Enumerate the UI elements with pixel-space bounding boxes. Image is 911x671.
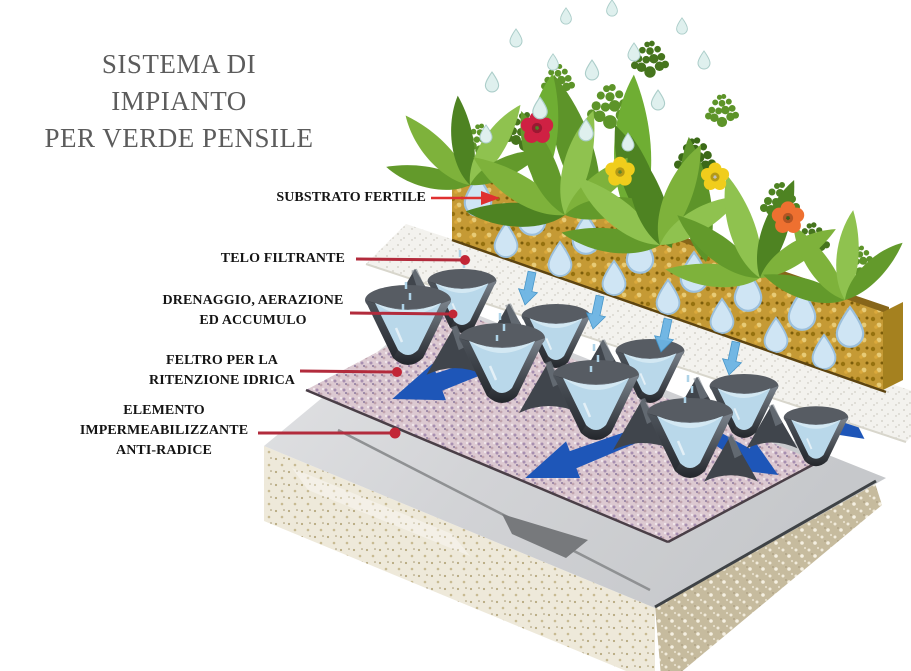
drainage-layer — [363, 250, 850, 482]
diagram-title: SISTEMA DI IMPIANTO PER VERDE PENSILE — [36, 46, 322, 157]
label-text: ED ACCUMULO — [199, 313, 307, 328]
title-line-2: PER VERDE PENSILE — [44, 123, 314, 153]
leader-dot — [448, 309, 458, 319]
membrane-seam — [337, 428, 651, 592]
leader-lines — [258, 191, 500, 439]
concrete-slab — [264, 446, 882, 671]
slab-side-face — [655, 480, 882, 671]
leader-substrato — [431, 191, 500, 205]
water-drips — [401, 250, 694, 403]
leader-dot — [389, 427, 401, 439]
label-substrato-fertile: SUBSTRATO FERTILE — [230, 188, 426, 208]
leader-dot — [460, 255, 470, 265]
leader-telo — [355, 255, 470, 265]
label-text: FELTRO PER LA — [165, 353, 279, 368]
membrane-fold — [502, 514, 588, 558]
leader-arrowhead — [481, 191, 500, 205]
label-drenaggio-aerazione-accumulo: DRENAGGIO, AERAZIONE ED ACCUMULO — [151, 291, 355, 331]
title-line-1: SISTEMA DI IMPIANTO — [101, 49, 257, 116]
label-elemento-impermeabilizzante: ELEMENTO IMPERMEABILIZZANTE ANTI-RADICE — [61, 401, 267, 461]
leader-drenaggio — [349, 309, 458, 319]
label-telo-filtrante: TELO FILTRANTE — [179, 249, 345, 269]
label-text: ELEMENTO — [123, 403, 205, 418]
label-text: DRENAGGIO, AERAZIONE — [162, 293, 344, 308]
slab-front-face — [264, 446, 655, 671]
label-text: TELO FILTRANTE — [220, 251, 345, 266]
label-text: IMPERMEABILIZZANTE — [79, 423, 249, 438]
leader-elemento — [258, 427, 401, 439]
label-feltro-ritenzione-idrica: FELTRO PER LA RITENZIONE IDRICA — [120, 351, 324, 391]
leader-dot — [392, 367, 402, 377]
label-text: SUBSTRATO FERTILE — [276, 190, 426, 205]
leader-feltro — [299, 367, 402, 377]
label-text: RITENZIONE IDRICA — [148, 373, 295, 388]
label-text: ANTI-RADICE — [116, 443, 212, 458]
